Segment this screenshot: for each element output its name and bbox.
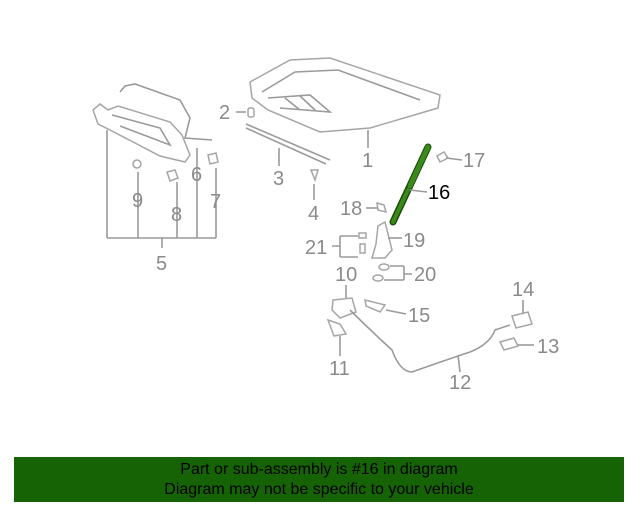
callout-19: 19 bbox=[403, 230, 425, 252]
callout-labels: 1 2 3 4 5 6 7 8 9 10 11 12 13 14 15 16 1… bbox=[132, 102, 559, 394]
callout-21: 21 bbox=[305, 237, 327, 259]
callout-14: 14 bbox=[512, 279, 534, 301]
callout-12: 12 bbox=[449, 372, 471, 394]
callout-4: 4 bbox=[308, 203, 319, 225]
part-hood-lift-support bbox=[389, 143, 432, 226]
callout-3: 3 bbox=[273, 168, 284, 190]
callout-15: 15 bbox=[408, 305, 430, 327]
callout-11: 11 bbox=[329, 358, 350, 380]
callout-10: 10 bbox=[335, 264, 357, 286]
banner-line-2: Diagram may not be specific to your vehi… bbox=[164, 481, 474, 498]
callout-20: 20 bbox=[414, 264, 436, 286]
banner-line-1: Part or sub-assembly is #16 in diagram bbox=[180, 461, 458, 478]
part-release-cable bbox=[349, 309, 511, 373]
part-hood bbox=[249, 57, 441, 133]
callout-5: 5 bbox=[156, 253, 167, 275]
callout-8: 8 bbox=[171, 204, 182, 226]
callout-17: 17 bbox=[463, 150, 485, 172]
leader-lines bbox=[106, 111, 534, 373]
callout-1: 1 bbox=[362, 150, 373, 172]
info-banner: Part or sub-assembly is #16 in diagram D… bbox=[14, 457, 624, 502]
callout-18: 18 bbox=[340, 198, 362, 220]
callout-16: 16 bbox=[428, 182, 450, 204]
part-seal bbox=[245, 123, 331, 165]
callout-6: 6 bbox=[191, 164, 202, 186]
small-parts bbox=[132, 107, 533, 351]
part-hood-insulator bbox=[92, 83, 213, 163]
callout-2: 2 bbox=[219, 102, 230, 124]
callout-7: 7 bbox=[210, 191, 221, 213]
callout-9: 9 bbox=[132, 190, 143, 212]
callout-13: 13 bbox=[537, 336, 559, 358]
